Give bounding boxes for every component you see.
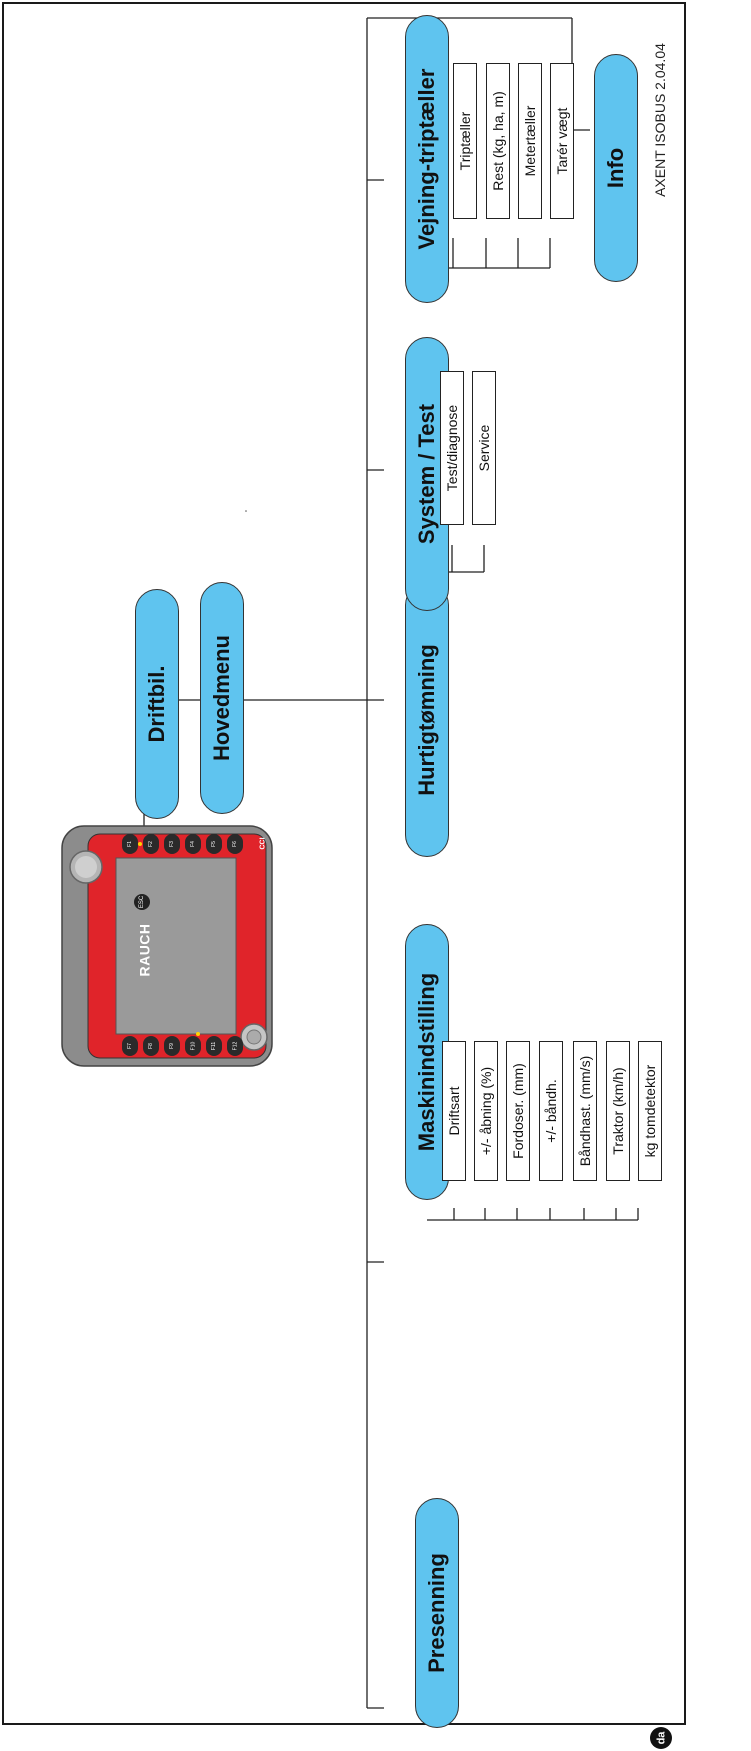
item-test-diagnose: Test/diagnose bbox=[440, 371, 464, 525]
fkey-f1-label: F1 bbox=[127, 841, 133, 847]
node-driftbil: Driftbil. bbox=[135, 589, 179, 819]
isobus-terminal: ESC RAUCH F1 F2 F3 F4 F5 F6 F7 F8 F9 F10 F11 F12 C… bbox=[58, 822, 276, 1070]
fkey-f6-key: F6 bbox=[227, 834, 243, 854]
terminal-nav-buttons bbox=[158, 1034, 238, 1058]
item-fordoser: Fordoser. (mm) bbox=[506, 1041, 530, 1181]
node-info: Info bbox=[594, 54, 638, 282]
fkey-f8-label: F8 bbox=[148, 1043, 154, 1049]
terminal-brand-logo: RAUCH bbox=[137, 923, 153, 977]
fkey-f4-label: F4 bbox=[190, 841, 196, 847]
item-triptaeller: Triptæller bbox=[453, 63, 477, 219]
fkey-f1-key: F1 bbox=[122, 834, 138, 854]
fkey-f3-key: F3 bbox=[164, 834, 180, 854]
terminal-esc-button: ESC bbox=[134, 894, 150, 910]
node-hurtigtomning: Hurtigtømning bbox=[405, 583, 449, 857]
fkey-f2-label: F2 bbox=[148, 841, 154, 847]
fkey-f3-label: F3 bbox=[169, 841, 175, 847]
fkey-f2-key: F2 bbox=[143, 834, 159, 854]
fkey-f4-key: F4 bbox=[185, 834, 201, 854]
terminal-cci-label: CCI bbox=[259, 836, 267, 850]
item-kg-tomdetektor: kg tomdetektor bbox=[638, 1041, 662, 1181]
node-vejning-triptaeller: Vejning-triptæller bbox=[405, 15, 449, 303]
terminal-fkeys-left: F7 F8 F9 F10 F11 F12 bbox=[122, 1034, 274, 1058]
fkey-f5-key: F5 bbox=[206, 834, 222, 854]
fkey-f7-key: F7 bbox=[122, 1036, 138, 1056]
fkey-f10-key: F10 bbox=[185, 1036, 201, 1056]
fkey-f8-key: F8 bbox=[143, 1036, 159, 1056]
item-bandhast: Båndhast. (mm/s) bbox=[573, 1041, 597, 1181]
fkey-f7-label: F7 bbox=[127, 1043, 133, 1049]
node-presenning: Presenning bbox=[415, 1498, 459, 1728]
fkey-f5-label: F5 bbox=[211, 841, 217, 847]
node-hovedmenu: Hovedmenu bbox=[200, 582, 244, 814]
fkey-f9-key: F9 bbox=[164, 1036, 180, 1056]
item-abning: +/- åbning (%) bbox=[474, 1041, 498, 1181]
terminal-graphic bbox=[61, 825, 273, 1067]
item-bandh: +/- båndh. bbox=[539, 1041, 563, 1181]
version-label: AXENT ISOBUS 2.04.04 bbox=[652, 43, 668, 197]
terminal-fkeys-right: F1 F2 F3 F4 F5 F6 bbox=[122, 832, 274, 856]
diagram-frame bbox=[2, 2, 686, 1725]
item-traktor: Traktor (km/h) bbox=[606, 1041, 630, 1181]
item-metertaeller: Metertæller bbox=[518, 63, 542, 219]
fkey-f11-key: F11 bbox=[206, 1036, 222, 1056]
language-badge: da bbox=[650, 1727, 672, 1749]
item-driftsart: Driftsart bbox=[442, 1041, 466, 1181]
item-service: Service bbox=[472, 371, 496, 525]
item-tarer-vaegt: Tarér vægt bbox=[550, 63, 574, 219]
item-rest: Rest (kg, ha, m) bbox=[486, 63, 510, 219]
fkey-f6-label: F6 bbox=[232, 841, 238, 847]
fkey-f12-key: F12 bbox=[227, 1036, 243, 1056]
